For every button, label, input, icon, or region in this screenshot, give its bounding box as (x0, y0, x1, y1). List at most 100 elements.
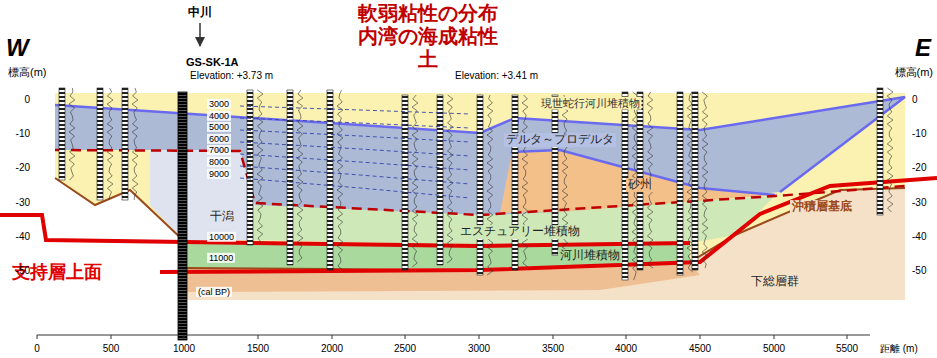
borehole-log (132, 88, 138, 200)
axis-label: -20 (912, 162, 926, 174)
core-name: GS-SK-1A (186, 56, 239, 69)
borehole-log (522, 95, 528, 267)
diagram-title: 軟弱粘性の分布 内湾の海成粘性土 (352, 2, 504, 71)
layer-name: 砂州 (626, 178, 654, 192)
x-axis (37, 335, 870, 336)
axis-label: 2000 (321, 343, 343, 355)
isochrone-line (240, 154, 470, 170)
borehole-log (487, 95, 493, 275)
isochrone-line (240, 118, 470, 128)
layer-name: 沖積層基底 (790, 200, 854, 214)
borehole-column (512, 95, 518, 270)
axis-label: 0 (34, 343, 40, 355)
axis-label: 5500 (836, 343, 858, 355)
axis-tick (553, 335, 554, 339)
elevation-note: Elevation: +3.73 m (190, 70, 273, 82)
borehole-log (887, 88, 893, 212)
borehole-column (122, 88, 128, 200)
age-label: 4000 (207, 111, 231, 121)
isochrone-line (240, 106, 470, 114)
axis-label: 500 (103, 343, 120, 355)
axis-label: 4000 (615, 343, 637, 355)
age-label: 8000 (207, 157, 231, 167)
borehole-log (337, 90, 343, 270)
river-name: 中川 (188, 6, 212, 20)
axis-label: -10 (16, 128, 30, 140)
borehole-column (287, 90, 293, 265)
clay-outline (512, 120, 775, 195)
axis-tick (258, 335, 259, 339)
isochrone-line (240, 130, 470, 142)
borehole-log (257, 90, 263, 242)
axis-label: 2500 (394, 343, 416, 355)
axis-label: -40 (912, 231, 926, 243)
axis-label: 0 (24, 94, 30, 106)
isochrone-line (240, 178, 470, 198)
borehole-log (447, 95, 453, 263)
axis-label: 1500 (247, 343, 269, 355)
age-label: 9000 (207, 169, 231, 179)
elevation-note: Elevation: +3.41 m (455, 70, 538, 82)
layer-name: 干潟 (208, 210, 236, 224)
axis-label: -30 (16, 197, 30, 209)
age-label: 3000 (207, 99, 231, 109)
axis-label: 1000 (173, 343, 195, 355)
layer-name: 現世蛇行河川堆積物 (539, 97, 642, 110)
compass-letter: W (6, 34, 29, 62)
borehole-column (97, 88, 103, 200)
axis-label: -40 (16, 231, 30, 243)
axis-tick (847, 335, 848, 339)
age-label: 6000 (207, 134, 231, 144)
axis-label: 0 (912, 94, 918, 106)
isochrone-line (240, 166, 470, 184)
axis-tick (479, 335, 480, 339)
borehole-column (477, 95, 483, 275)
axis-tick (774, 335, 775, 339)
borehole-column (402, 95, 408, 270)
axis-label: -20 (16, 162, 30, 174)
core-column (178, 92, 187, 340)
axis-tick (332, 335, 333, 339)
compass-letter: E (915, 34, 931, 62)
river-arrow (199, 23, 201, 46)
age-label: 10000 (207, 232, 236, 242)
borehole-column (437, 95, 443, 265)
borehole-log (702, 92, 708, 268)
layer-name: デルタ～プロデルタ (504, 133, 616, 147)
axis-label: -10 (912, 128, 926, 140)
axis-label: 4500 (689, 343, 711, 355)
borehole-column (59, 88, 65, 180)
borehole-log (297, 90, 303, 262)
borehole-column (692, 92, 698, 270)
age-label: 5000 (207, 122, 231, 132)
layer-name: 河川堆積物 (558, 249, 622, 263)
axis-tick (700, 335, 701, 339)
axis-label: 5000 (763, 343, 785, 355)
bearing-surface (160, 178, 937, 272)
isochrone-line (240, 142, 470, 156)
axis-title: 標高(m) (895, 66, 934, 79)
axis-tick (184, 335, 185, 339)
age-unit: (cal BP) (196, 287, 232, 297)
axis-label: -30 (912, 197, 926, 209)
age-label: 7000 (207, 145, 231, 155)
tidal-flat (150, 150, 255, 242)
axis-label: 3500 (542, 343, 564, 355)
borehole-column (677, 92, 683, 275)
axis-label: -50 (16, 265, 30, 277)
alluvial-base (55, 178, 185, 242)
borehole-log (412, 95, 418, 267)
axis-label: -50 (912, 265, 926, 277)
age-label: 11000 (207, 253, 235, 263)
borehole-column (327, 90, 333, 270)
borehole-column (877, 88, 883, 215)
bearing-surface (0, 215, 690, 246)
axis-title: 標高(m) (8, 66, 47, 79)
layer-name: 下総層群 (749, 275, 801, 289)
borehole-log (107, 88, 113, 200)
axis-tick (405, 335, 406, 339)
borehole-log (69, 88, 75, 180)
axis-title: 距離 (m) (880, 343, 918, 355)
axis-tick (111, 335, 112, 339)
